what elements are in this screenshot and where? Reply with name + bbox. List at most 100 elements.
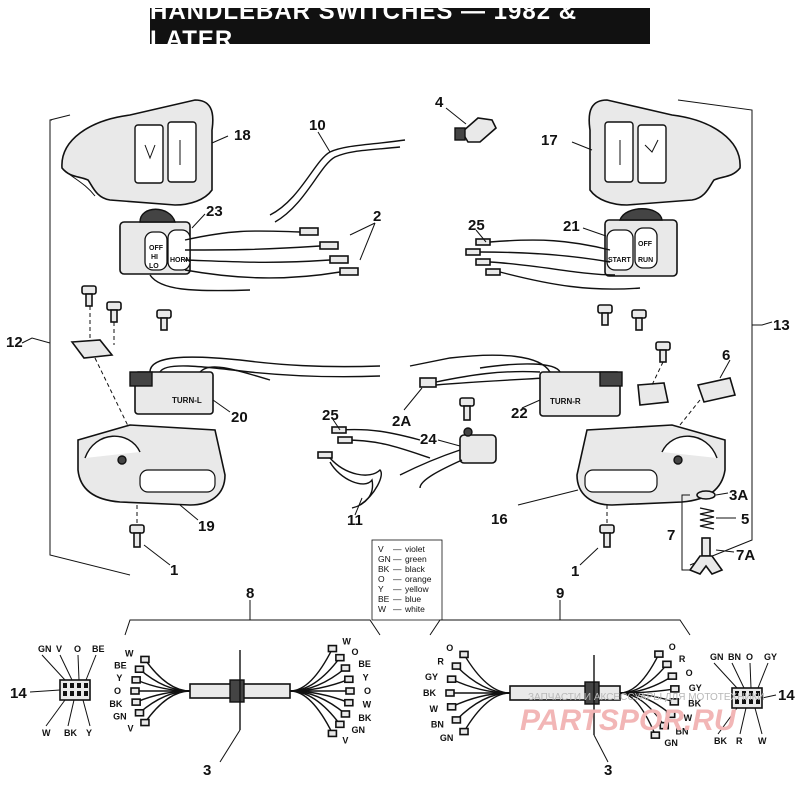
callout-18: 18 [234, 127, 251, 144]
legend-code: BK [378, 564, 390, 574]
screw-right-b [631, 309, 647, 331]
connector-pin-label: BE [92, 644, 105, 654]
callout-7: 7 [667, 527, 675, 544]
wire-10 [269, 139, 406, 216]
wire-22a [409, 354, 551, 373]
callout-22: 22 [511, 405, 528, 422]
screw-left-c [156, 309, 172, 331]
wire-20c [199, 366, 271, 381]
wire-terminal [665, 710, 676, 719]
callout-10: 10 [309, 117, 326, 134]
leader-16 [517, 489, 579, 506]
wire-color-label: R [437, 657, 444, 667]
leader-22 [521, 399, 541, 409]
left-lower-housing-19 [77, 424, 226, 506]
harness-wire [619, 653, 660, 694]
wire-l4 [184, 269, 341, 279]
connector-pin [756, 699, 760, 704]
harness-right-9 [509, 655, 621, 735]
connector-pin [70, 683, 74, 688]
connector-2a-part [419, 377, 437, 388]
leader-3A [715, 492, 729, 496]
leader-23 [191, 213, 206, 229]
leader-1b [579, 547, 599, 566]
callout-3a: 3 [203, 762, 211, 779]
wire-terminal [327, 644, 338, 653]
callout-14a: 14 [10, 685, 27, 702]
plug-25r4 [485, 268, 501, 276]
wire-20b [159, 365, 381, 378]
wire-color-label: O [114, 686, 121, 696]
clip-left [70, 339, 114, 359]
pin-lead [713, 662, 738, 689]
right-lower-housing-16 [576, 424, 726, 506]
cap-right-run: RUN [638, 257, 653, 264]
connector-14-left [59, 679, 91, 701]
wire-terminal [446, 703, 457, 711]
wire-terminal [340, 710, 351, 718]
cap-left-horn: HORN [170, 257, 191, 264]
wire-color-label: W [342, 637, 351, 647]
right-upper-housing [588, 99, 741, 206]
legend-code: GN [378, 554, 391, 564]
wire-color-label: V [127, 723, 133, 733]
wire-terminal [131, 676, 141, 684]
screw-right-1 [599, 524, 615, 548]
harness-wire [144, 690, 191, 723]
legend-dash: — [393, 544, 402, 554]
wire-terminal [131, 698, 141, 706]
connector-pin-label: BN [728, 652, 741, 662]
callout-9: 9 [556, 585, 564, 602]
pin-lead [82, 699, 91, 727]
legend-dash: — [393, 594, 402, 604]
wire-terminal [445, 689, 455, 697]
leader-7A [715, 549, 735, 553]
wire-terminal [446, 675, 457, 683]
turn-right-label: TURN-R [550, 397, 581, 406]
leader-2A [403, 387, 423, 411]
callout-11: 11 [347, 512, 363, 529]
harness-wire [289, 690, 334, 734]
connector-pin [63, 691, 67, 696]
wire-color-label: V [342, 735, 348, 745]
wire-25a [339, 428, 421, 441]
callout-21: 21 [563, 218, 580, 235]
leader-25a [331, 417, 341, 431]
wire-terminal [459, 650, 469, 659]
callout-24: 24 [420, 431, 437, 448]
plug-25r2 [465, 248, 481, 256]
wire-terminal [662, 660, 672, 669]
wire-11 [329, 457, 382, 506]
harness-wire [619, 692, 656, 736]
connector-pin-label: GY [764, 652, 777, 662]
connector-pin-label: V [56, 644, 62, 654]
wire-terminal [344, 698, 354, 707]
wire-24a [399, 449, 461, 476]
connector-pin-label: R [736, 736, 743, 746]
plug-11 [317, 451, 333, 459]
legend-color-name: blue [405, 594, 421, 604]
callout-16: 16 [491, 511, 508, 528]
callout-25a: 25 [322, 407, 339, 424]
wire-color-label: BK [688, 698, 701, 708]
harness-wire [289, 667, 346, 692]
pin-lead [749, 662, 752, 689]
cap-left-hi: HI [151, 254, 158, 261]
callout-23: 23 [206, 203, 223, 220]
wire-terminal [670, 685, 680, 693]
screw-left-1 [129, 524, 145, 548]
connector-pin [735, 691, 739, 696]
wire-color-label: GY [689, 683, 702, 693]
wire-color-label: BK [423, 688, 436, 698]
legend-code: Y [378, 584, 384, 594]
wire-l5 [149, 274, 251, 292]
leader-4 [445, 107, 467, 125]
wire-terminal [667, 672, 678, 680]
plug-25b [337, 436, 353, 444]
leader-25b [475, 229, 487, 243]
wire-25r1 [489, 239, 611, 251]
